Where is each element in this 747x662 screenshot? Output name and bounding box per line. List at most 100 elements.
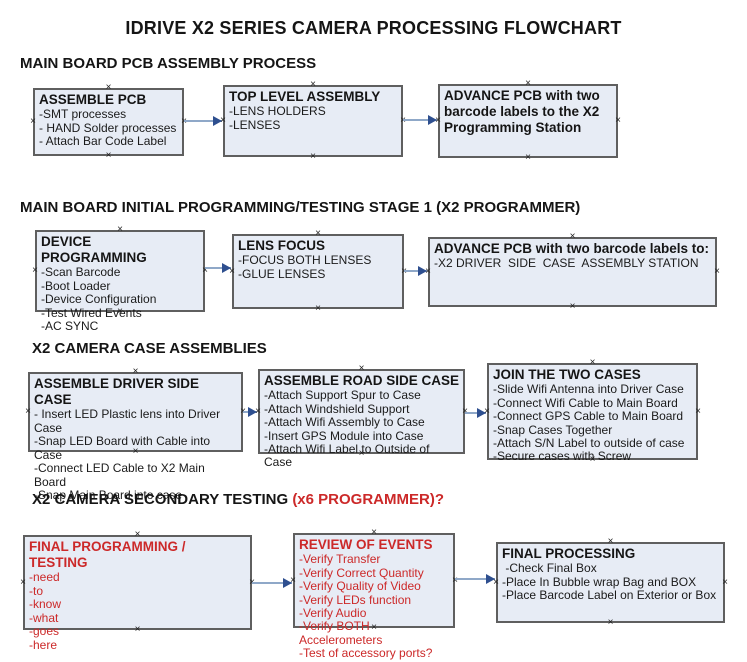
box-title: ADVANCE PCB with two barcode labels to: [434,241,710,256]
connection-handle-icon: × [105,82,112,93]
connection-handle-icon: × [132,366,139,377]
box-item: -Verify Quality of Video [299,579,421,594]
box-title: FINAL PROGRAMMING / TESTING [29,539,190,571]
flow-box-final-programming-testing: FINAL PROGRAMMING / TESTING -need -to -k… [20,530,255,652]
connection-handle-icon: × [525,78,531,89]
flow-box-advance-pcb-programming: ADVANCE PCB with two barcode labels to t… [435,79,621,163]
box-title: REVIEW OF EVENTS [299,537,433,552]
connection-handle-icon: × [105,150,112,161]
connection-handle-icon: × [722,576,728,588]
box-item: -Attach Support Spur to Case [264,388,421,403]
box-item: -know [29,597,62,612]
box-item: -LENSES [229,117,281,132]
box-item: -Test Wired Events [41,305,142,320]
box-item: - HAND Solder processes [39,120,177,135]
box-item: -X2 DRIVER SIDE CASE ASSEMBLY STATION [434,256,699,271]
flow-box-advance-pcb-driver-station: ADVANCE PCB with two barcode labels to: … [425,232,720,312]
box-item: -LENS HOLDERS [229,104,326,119]
box-item: -Verify Audio [299,605,367,620]
box-title: LENS FOCUS [238,238,326,253]
section-header-case-assemblies: X2 CAMERA CASE ASSEMBLIES [32,340,267,357]
box-item: -Connect Wifi Cable to Main Board [493,395,678,410]
box-item: -Test of accessory ports? [299,646,433,661]
section-header-secondary-testing: X2 CAMERA SECONDARY TESTING (x6 PROGRAMM… [32,491,444,508]
flow-box-assemble-driver-side-case: ASSEMBLE DRIVER SIDE CASE - Insert LED P… [25,367,246,502]
box-item: -Place In Bubble wrap Bag and BOX [502,574,697,589]
box-item: -SMT processes [39,107,127,122]
section-header-accent-text: (x6 PROGRAMMER)? [292,491,444,508]
box-title: JOIN THE TWO CASES [493,367,641,382]
box-item: -Place Barcode Label on Exterior or Box [502,588,717,603]
box-item: -Attach Wifi Assembly to Case [264,415,425,430]
section-header-pcb-assembly: MAIN BOARD PCB ASSEMBLY PROCESS [20,55,316,72]
box-item: -Insert GPS Module into Case [264,428,424,443]
connector-arrow-icon [403,115,437,125]
connection-handle-icon: × [315,303,321,314]
flow-box-final-processing: FINAL PROCESSING -Check Final Box -Place… [493,537,728,628]
box-item: -Boot Loader [41,278,111,293]
connector-arrow-icon [243,407,257,417]
flow-box-review-of-events: REVIEW OF EVENTS -Verify Transfer -Verif… [290,528,458,661]
box-item: -Attach Wifi Label to Outside of Case [264,441,433,470]
box-title: ASSEMBLE DRIVER SIDE CASE [34,376,203,408]
connection-handle-icon: × [134,529,141,540]
connection-handle-icon: × [371,527,377,538]
connector-arrow-icon [252,578,292,588]
connector-arrow-icon [205,263,231,273]
box-item: -Verify LEDs function [299,592,412,607]
box-item: -Connect LED Cable to X2 Main Board [34,461,209,489]
section-header-initial-programming: MAIN BOARD INITIAL PROGRAMMING/TESTING S… [20,199,580,216]
connection-handle-icon: × [310,151,316,162]
page-title: IDRIVE X2 SERIES CAMERA PROCESSING FLOWC… [125,18,622,38]
connection-handle-icon: × [589,357,596,368]
connection-handle-icon: × [607,617,614,628]
box-title: ADVANCE PCB with two barcode labels to t… [444,88,604,136]
box-title: FINAL PROCESSING [502,546,636,561]
connection-handle-icon: × [25,406,31,417]
connection-handle-icon: × [695,405,701,417]
connector-arrow-icon [465,408,486,418]
box-item: -goes [29,624,60,639]
box-item: - Attach Bar Code Label [39,134,167,149]
box-item: -Scan Barcode [41,265,121,280]
box-item: -Slide Wifi Antenna into Driver Case [493,382,684,397]
connection-handle-icon: × [310,79,316,90]
connection-handle-icon: × [315,228,321,239]
box-item: -AC SYNC [41,319,99,334]
box-title: ASSEMBLE PCB [39,92,147,107]
connection-handle-icon: × [607,536,614,547]
section-header-text: MAIN BOARD INITIAL PROGRAMMING/TESTING S… [20,199,581,216]
connector-arrow-icon [455,574,495,584]
box-item: -Snap Cases Together [493,422,613,437]
connector-arrow-icon [404,266,427,276]
box-item: -what [29,610,59,625]
box-item: - Insert LED Plastic lens into Driver Ca… [34,407,224,435]
box-item: -Connect GPS Cable to Main Board [493,409,684,424]
box-title: TOP LEVEL ASSEMBLY [229,89,381,104]
flow-box-join-the-two-cases: JOIN THE TWO CASES -Slide Wifi Antenna i… [484,358,701,465]
box-title: ASSEMBLE ROAD SIDE CASE [264,373,460,388]
flow-box-top-level-assembly: TOP LEVEL ASSEMBLY -LENS HOLDERS -LENSES… [220,80,406,162]
section-header-text: X2 CAMERA CASE ASSEMBLIES [32,340,267,357]
box-item: -Check Final Box [502,561,597,576]
flow-box-assemble-road-side-case: ASSEMBLE ROAD SIDE CASE -Attach Support … [255,364,468,470]
flow-box-device-programming: DEVICE PROGRAMMING -Scan Barcode -Boot L… [32,225,208,334]
box-item: -Snap Main Board into case [34,488,183,502]
box-item: -Verify Correct Quantity [299,565,424,580]
box-item: -Verify Transfer [299,552,381,567]
box-title: DEVICE PROGRAMMING [41,234,147,266]
box-item: -Attach Windshield Support [264,401,410,416]
box-item: -Attach S/N Label to outside of case [493,435,685,450]
section-header-text: MAIN BOARD PCB ASSEMBLY PROCESS [20,55,317,72]
connection-handle-icon: × [32,265,38,276]
box-item: -to [29,583,44,598]
connection-handle-icon: × [615,115,621,126]
connection-handle-icon: × [30,116,36,127]
box-item: -Verify BOTH Accelerometers [299,619,383,647]
section-header-text: X2 CAMERA SECONDARY TESTING [32,491,293,508]
box-item: -FOCUS BOTH LENSES [238,253,372,268]
box-item: -Secure cases with Screw [493,449,632,464]
connection-handle-icon: × [358,363,365,374]
box-item: -Device Configuration [41,292,157,307]
